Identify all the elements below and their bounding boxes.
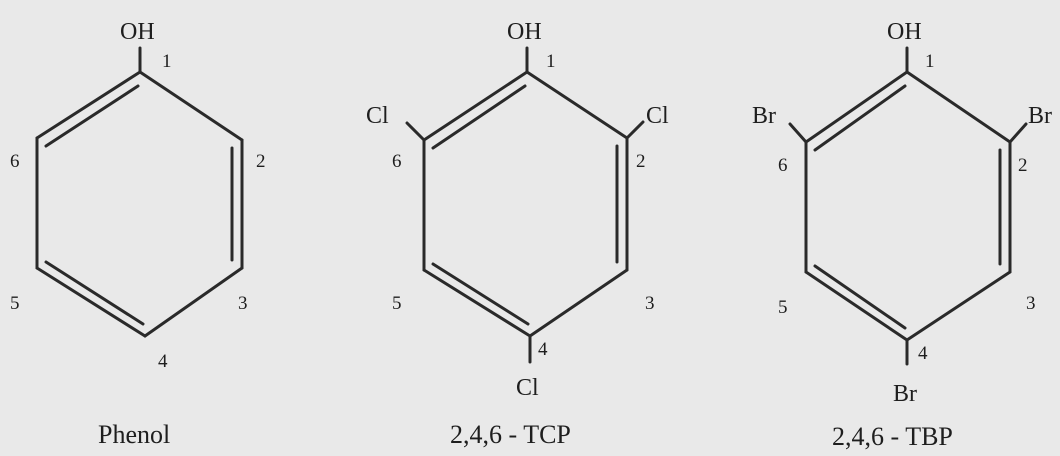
tbp-bond-6-1 <box>804 70 909 144</box>
phenol-oh-label: OH <box>120 19 155 45</box>
tcp-bond-6-1 <box>422 70 529 142</box>
tcp-right-cl-label: Cl <box>646 103 669 129</box>
phenol-bond-1-2 <box>138 70 244 142</box>
tcp-name: 2,4,6 - TCP <box>450 420 571 449</box>
tcp-position-5: 5 <box>392 293 402 314</box>
phenol-position-1: 1 <box>162 51 172 72</box>
phenol-position-5: 5 <box>10 293 20 314</box>
tbp-left-br-label: Br <box>752 103 776 129</box>
tcp-bond-3-4 <box>528 268 629 338</box>
tbp-bond-3-4 <box>905 270 1012 342</box>
phenol-position-6: 6 <box>10 151 20 172</box>
tbp-bond-6-1-inner <box>813 84 907 152</box>
tbp-bond-6-br <box>788 122 808 144</box>
tbp-oh-label: OH <box>887 19 922 45</box>
phenol-position-2: 2 <box>256 151 266 172</box>
phenol-bond-3-4 <box>143 266 244 338</box>
tcp-bond-6-cl <box>405 121 426 142</box>
tbp-name: 2,4,6 - TBP <box>832 422 953 451</box>
phenol-ring <box>35 46 244 338</box>
tcp-ring <box>405 46 645 364</box>
tcp-left-cl-label: Cl <box>366 103 389 129</box>
tbp-bond-2-br <box>1008 122 1028 144</box>
tbp-right-br-label: Br <box>1028 103 1052 129</box>
tbp-position-6: 6 <box>778 155 788 176</box>
phenol-bond-6-1-inner <box>44 84 140 148</box>
tcp-position-4: 4 <box>538 339 548 360</box>
phenol-bond-4-5-inner <box>44 260 145 326</box>
tcp-position-2: 2 <box>636 151 646 172</box>
tcp-bond-6-1-inner <box>431 84 527 150</box>
tbp-bottom-br-label: Br <box>893 381 917 407</box>
tbp-bond-4-5-inner <box>813 264 907 330</box>
tbp-position-3: 3 <box>1026 293 1036 314</box>
tcp-bond-4-5-inner <box>431 262 530 326</box>
tbp-bond-4-5 <box>804 270 909 342</box>
tcp-bond-2-cl <box>625 120 645 140</box>
phenol-bond-4-5 <box>35 266 147 338</box>
tbp-position-1: 1 <box>925 51 935 72</box>
tbp-position-5: 5 <box>778 297 788 318</box>
tcp-oh-label: OH <box>507 19 542 45</box>
tbp-bond-1-2 <box>905 70 1012 144</box>
tcp-position-6: 6 <box>392 151 402 172</box>
tcp-bond-4-5 <box>422 268 532 338</box>
tcp-bond-1-2 <box>525 70 629 140</box>
tcp-bottom-cl-label: Cl <box>516 375 539 401</box>
phenol-bond-6-1 <box>35 70 142 140</box>
tcp-position-1: 1 <box>546 51 556 72</box>
tbp-ring <box>788 46 1028 366</box>
phenol-position-4: 4 <box>158 351 168 372</box>
tbp-position-4: 4 <box>918 343 928 364</box>
tbp-position-2: 2 <box>1018 155 1028 176</box>
tcp-position-3: 3 <box>645 293 655 314</box>
phenol-position-3: 3 <box>238 293 248 314</box>
phenol-name: Phenol <box>98 420 171 449</box>
